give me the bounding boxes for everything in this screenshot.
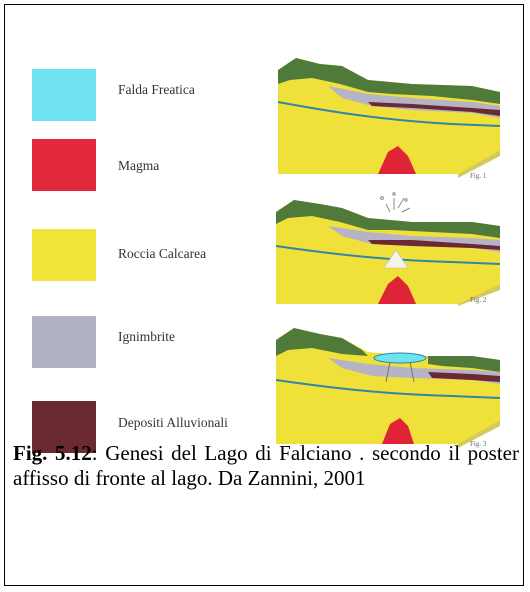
legend-swatch-ignimbrite xyxy=(32,316,96,368)
explosion-debris xyxy=(381,193,410,212)
legend-label-depositi-alluvionali: Depositi Alluvionali xyxy=(118,415,228,431)
legend-swatch-falda-freatica xyxy=(32,69,96,121)
legend-label-falda-freatica: Falda Freatica xyxy=(118,82,195,98)
legend-swatch-magma xyxy=(32,139,96,191)
diagram-fig-3 xyxy=(272,316,502,448)
figure-panel: Falda Freatica Magma Roccia Calcarea Ign… xyxy=(14,44,514,444)
diagram-fig-2 xyxy=(272,188,502,306)
legend-label-magma: Magma xyxy=(118,158,159,174)
caption-label: Fig. 5.12 xyxy=(13,441,92,465)
legend-label-roccia-calcarea: Roccia Calcarea xyxy=(118,246,206,262)
figure-caption: Fig. 5.12: Genesi del Lago di Falciano .… xyxy=(13,441,519,491)
fig-tag-2: Fig. 2 xyxy=(470,296,486,304)
legend-label-ignimbrite: Ignimbrite xyxy=(118,329,175,345)
fig-tag-1: Fig. 1 xyxy=(470,172,486,180)
diagram-fig-1 xyxy=(272,50,502,178)
legend-swatch-roccia-calcarea xyxy=(32,229,96,281)
lake xyxy=(374,353,426,363)
